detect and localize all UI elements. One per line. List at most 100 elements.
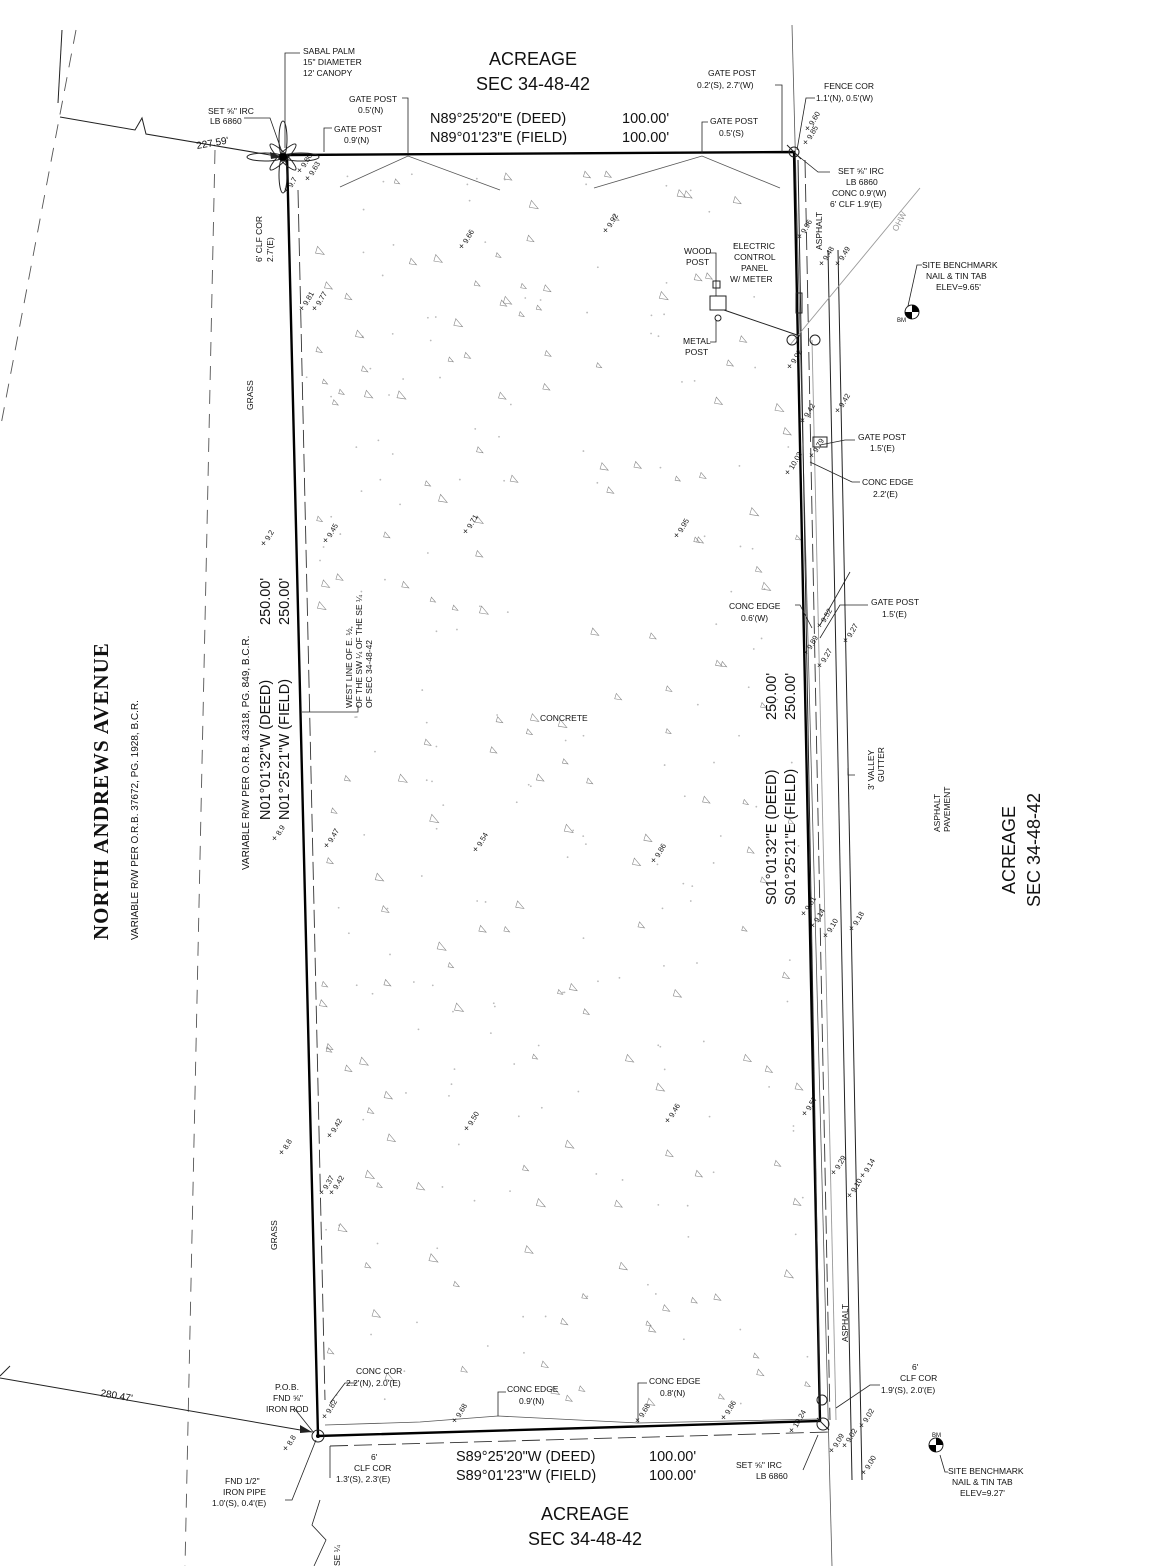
concrete-hatch-triangle — [396, 390, 407, 400]
concrete-hatch-triangle — [705, 272, 714, 280]
concrete-hatch-triangle — [315, 346, 323, 353]
concrete-hatch-triangle — [743, 1053, 753, 1062]
elevation-label: 9.45 — [325, 522, 340, 539]
electric-panel-label-2: CONTROL — [734, 252, 776, 262]
concrete-hatch-triangle — [550, 1385, 561, 1395]
concrete-hatch-triangle — [741, 925, 748, 932]
elevation-cross: × — [459, 241, 464, 251]
concrete-hatch-dot — [517, 1115, 520, 1118]
concrete-hatch-dot — [524, 297, 527, 299]
road-rw-note-2: VARIABLE R/W PER O.R.B. 43318, PG. 849, … — [241, 636, 252, 870]
concrete-hatch-dot — [484, 901, 487, 903]
concrete-hatch-dot — [537, 1044, 540, 1047]
gate-post-box — [812, 436, 828, 448]
concrete-hatch-triangle — [742, 798, 750, 805]
concrete-hatch-triangle — [397, 773, 408, 783]
concrete-hatch-dot — [687, 1235, 690, 1238]
concrete-hatch-triangle — [764, 1065, 774, 1073]
right-acreage-label: ACREAGE — [999, 806, 1019, 894]
concrete-hatch-dot — [665, 281, 668, 284]
conc-cor-label: CONC COR — [356, 1366, 402, 1376]
elevation-label: 9.18 — [851, 910, 866, 927]
leader-lines — [244, 52, 948, 1566]
south-bearing-field: S89°01'23"W (FIELD) — [456, 1468, 596, 1484]
concrete-hatch-dot — [738, 734, 740, 737]
concrete-hatch-triangle — [648, 1325, 657, 1333]
concrete-hatch-triangle — [364, 1169, 376, 1180]
concrete-hatch-dot — [663, 964, 665, 967]
gate-post-e-label: GATE POST — [858, 432, 906, 442]
concrete-hatch-triangle — [498, 391, 507, 400]
se-quarter-fragment: SE ¼ — [332, 1544, 342, 1566]
benchmark-top-symbol: BM — [897, 318, 906, 324]
concrete-hatch-triangle — [530, 713, 540, 722]
pole-icon-1 — [786, 334, 798, 346]
elevation-label: 9.10 — [825, 917, 840, 934]
elevation-cross: × — [297, 165, 302, 175]
asphalt-pavement-label-2: PAVEMENT — [942, 787, 952, 833]
concrete-hatch-dot — [752, 648, 755, 650]
concrete-hatch-dot — [355, 446, 358, 449]
concrete-hatch-triangle — [542, 382, 551, 391]
section-line-north — [791, 24, 833, 1566]
right-section-label: SEC 34-48-42 — [1024, 793, 1044, 907]
concrete-hatch-dot — [739, 1402, 742, 1405]
concrete-hatch-triangle — [383, 1090, 394, 1100]
elevation-cross: × — [283, 1443, 288, 1453]
concrete-hatch-triangle — [702, 795, 711, 804]
elevation-label: 10.24 — [791, 1408, 808, 1429]
set-irc-nw-label: SET ⅝" IRC — [208, 106, 254, 116]
concrete-hatch-dot — [738, 465, 741, 467]
concrete-hatch-dot — [747, 686, 750, 689]
concrete-hatch-dot — [539, 299, 542, 301]
concrete-hatch-dot — [388, 394, 390, 396]
concrete-hatch-triangle — [518, 310, 525, 317]
concrete-hatch-dot — [391, 332, 394, 335]
elevation-cross: × — [452, 1415, 457, 1425]
concrete-hatch-triangle — [696, 536, 705, 544]
wood-post-label-2: POST — [686, 257, 709, 267]
benchmark-bottom-label-1: SITE BENCHMARK — [948, 1466, 1024, 1476]
elevation-cross: × — [327, 1130, 332, 1140]
concrete-hatch-triangle — [321, 579, 331, 588]
sabal-diameter-label: 15" DIAMETER — [303, 57, 362, 67]
concrete-hatch-dot — [792, 1125, 795, 1127]
concrete-hatch-triangle — [761, 581, 772, 591]
concrete-hatch-triangle — [364, 1261, 372, 1269]
tie-line-north — [57, 29, 63, 104]
benchmark-bottom-symbol: BM — [932, 1433, 941, 1439]
concrete-hatch-dot — [544, 1315, 547, 1318]
ohw-label: OHW — [890, 210, 909, 233]
fence-south — [329, 1431, 831, 1447]
elevation-cross: × — [272, 833, 277, 843]
concrete-hatch-triangle — [436, 941, 447, 951]
concrete-hatch-dot — [703, 535, 706, 538]
concrete-hatch-triangle — [535, 1197, 547, 1208]
elevation-label: 9.60 — [807, 110, 822, 127]
concrete-hatch-dot — [733, 243, 736, 246]
elevation-label: 9.54 — [475, 831, 490, 848]
wood-post-icon — [712, 280, 721, 289]
concrete-hatch-dot — [563, 991, 566, 994]
concrete-hatch-triangle — [565, 1394, 574, 1402]
concrete-hatch-dot — [523, 1351, 525, 1354]
east-bearing-field: S01°25'21"E (FIELD) — [783, 769, 799, 905]
concrete-hatch-triangle — [643, 833, 653, 842]
concrete-hatch-dot — [696, 703, 699, 706]
concrete-hatch-dot — [663, 1068, 666, 1071]
concrete-hatch-triangle — [564, 1139, 575, 1149]
concrete-hatch-triangle — [749, 507, 760, 517]
elevation-cross: × — [849, 923, 854, 933]
clf-cor-nw-label: 6' CLF COR — [254, 216, 264, 262]
concrete-hatch-dot — [370, 1333, 372, 1336]
elevation-cross: × — [785, 467, 790, 477]
elevation-cross: × — [603, 225, 608, 235]
elevation-cross: × — [674, 530, 679, 540]
concrete-label: CONCRETE — [540, 713, 588, 723]
concrete-hatch-dot — [562, 991, 564, 994]
elevation-cross: × — [817, 660, 822, 670]
concrete-hatch-triangle — [335, 573, 344, 581]
concrete-hatch-dot — [478, 605, 481, 608]
concrete-hatch-dot — [426, 552, 429, 554]
